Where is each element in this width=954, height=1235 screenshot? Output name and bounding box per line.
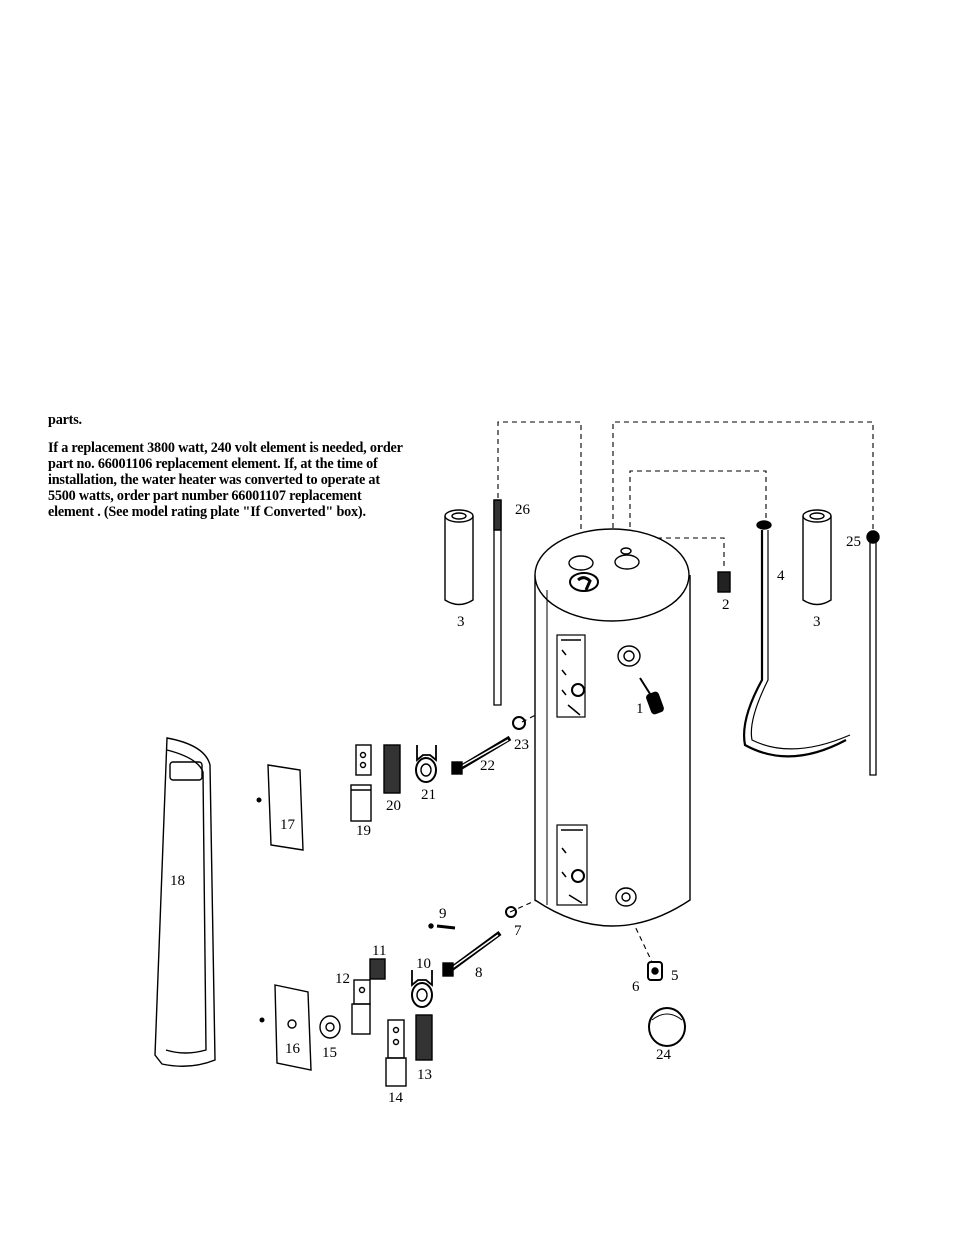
- part-10-gasket: [411, 970, 433, 1008]
- part-12-thermostat: [351, 979, 371, 1035]
- label-6: 6: [632, 979, 640, 995]
- part-11-terminal: [369, 958, 386, 980]
- part-8-heating-element: [442, 930, 502, 977]
- part-5-drain-valve: [647, 961, 663, 981]
- label-20: 20: [386, 798, 401, 814]
- label-12: 12: [335, 971, 350, 987]
- label-9: 9: [439, 906, 447, 922]
- part-14-thermostat: [385, 1019, 407, 1087]
- part-9-screw: [428, 923, 456, 930]
- label-2: 2: [722, 597, 730, 613]
- intro-line-parts: parts.: [48, 412, 82, 428]
- part-23-gasket: [512, 716, 526, 730]
- label-15: 15: [322, 1045, 337, 1061]
- part-26-anode-rod: [493, 499, 502, 706]
- part-13-terminal-block: [415, 1014, 433, 1061]
- label-13: 13: [417, 1067, 432, 1083]
- part-16-access-cover: [274, 984, 312, 1071]
- label-25: 25: [846, 534, 861, 550]
- label-19: 19: [356, 823, 371, 839]
- part-15-plug: [319, 1015, 341, 1039]
- label-14: 14: [388, 1090, 404, 1106]
- label-3-right: 3: [813, 614, 821, 630]
- part-19-thermostat: [350, 744, 372, 822]
- label-10: 10: [416, 956, 431, 972]
- label-1: 1: [636, 701, 644, 717]
- part-25-anode-rod: [866, 530, 880, 776]
- part-1-relief-valve: [639, 677, 664, 715]
- intro-line-replacement: If a replacement 3800 watt, 240 volt ele…: [48, 440, 403, 520]
- part-7-gasket: [505, 906, 517, 918]
- label-26: 26: [515, 502, 531, 518]
- label-21: 21: [421, 787, 436, 803]
- part-4-dip-tube: [743, 520, 851, 758]
- label-22: 22: [480, 758, 495, 774]
- label-7: 7: [514, 923, 522, 939]
- label-17: 17: [280, 817, 296, 833]
- label-8: 8: [475, 965, 483, 981]
- part-20-terminal-block: [383, 744, 401, 794]
- label-23: 23: [514, 737, 529, 753]
- part-3-tube-left: [444, 509, 474, 606]
- part-3-tube-right: [802, 509, 832, 606]
- part-24-cap: [648, 1007, 686, 1047]
- label-11: 11: [372, 943, 386, 959]
- part-2-nipple: [717, 571, 731, 593]
- part-number-labels: 1 2 3 3 4 5 6 7 8 9 10 11 12 13 14 15 16…: [170, 502, 861, 1106]
- label-18: 18: [170, 873, 185, 889]
- label-4: 4: [777, 568, 785, 584]
- water-heater-tank: [534, 528, 691, 927]
- label-24: 24: [656, 1047, 672, 1063]
- label-16: 16: [285, 1041, 301, 1057]
- intro-text: parts. If a replacement 3800 watt, 240 v…: [48, 412, 408, 532]
- label-3-left: 3: [457, 614, 465, 630]
- part-18-jacket-cover: [154, 737, 216, 1067]
- part-21-gasket: [415, 745, 437, 783]
- part-17-access-cover: [267, 764, 304, 851]
- part-22-heating-element: [451, 735, 512, 775]
- label-5: 5: [671, 968, 679, 984]
